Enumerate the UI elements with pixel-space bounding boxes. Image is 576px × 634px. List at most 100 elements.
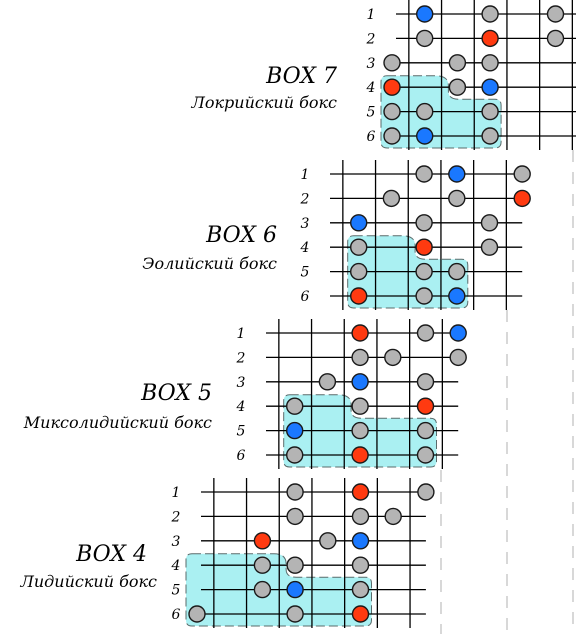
blue-note-dot	[286, 421, 304, 440]
scale-note-dot	[351, 556, 370, 574]
string-number: 4	[236, 399, 246, 415]
string-number: 4	[300, 240, 310, 256]
box5-subtitle: Миксолидийский бокс	[23, 413, 212, 432]
scale-note-dot	[416, 29, 434, 48]
string-number: 1	[301, 167, 310, 183]
scale-note-dot	[383, 127, 401, 145]
scale-note-dot	[350, 238, 368, 256]
scale-note-dot	[351, 507, 370, 526]
blue-note-dot	[351, 532, 370, 550]
blue-note-dot	[449, 324, 467, 342]
root-note-dot	[350, 287, 368, 305]
scale-note-dot	[383, 54, 401, 72]
scale-note-dot	[286, 483, 304, 501]
string-number: 3	[172, 534, 181, 550]
blue-note-dot	[351, 373, 369, 391]
scale-note-dot	[318, 373, 337, 391]
box4-title: BOX 4	[75, 542, 147, 567]
string-number: 3	[237, 375, 246, 391]
box5-string-numbers: 1 2 3 4 5 6	[236, 326, 246, 464]
blue-note-dot	[286, 580, 304, 599]
blue-note-dot	[448, 165, 466, 183]
box5-diagram: 1 2 3 4 5 6 BOX 5 Миксолидийский бокс	[23, 319, 467, 469]
scale-note-dot	[546, 29, 565, 48]
root-note-dot	[513, 189, 531, 208]
blue-note-dot	[416, 5, 434, 23]
string-number: 6	[172, 607, 181, 623]
string-number: 5	[367, 105, 376, 121]
scale-note-dot	[448, 262, 466, 281]
box6-title: BOX 6	[205, 223, 277, 248]
string-number: 3	[367, 56, 376, 72]
scale-note-dot	[481, 5, 499, 23]
string-number: 6	[301, 289, 310, 305]
box4-subtitle: Лидийский бокс	[19, 572, 157, 591]
scale-note-dot	[286, 605, 304, 623]
scale-note-dot	[384, 507, 402, 526]
scale-note-dot	[188, 605, 206, 623]
box5-title: BOX 5	[140, 381, 212, 406]
string-number: 2	[171, 509, 181, 525]
scale-note-dot	[351, 580, 370, 599]
scale-note-dot	[449, 348, 467, 367]
scale-note-dot	[286, 507, 304, 526]
blue-note-dot	[481, 78, 499, 96]
scale-note-dot	[513, 165, 531, 183]
root-note-dot	[351, 446, 369, 464]
scale-note-dot	[481, 127, 499, 145]
scale-note-dot	[415, 262, 433, 281]
scale-note-dot	[286, 397, 304, 415]
string-number: 5	[301, 265, 310, 281]
scale-note-dot	[253, 580, 272, 599]
string-number: 5	[172, 583, 181, 599]
scale-note-dot	[416, 102, 434, 121]
string-number: 6	[237, 448, 246, 464]
box7-subtitle: Локрийский бокс	[190, 93, 337, 112]
root-note-dot	[351, 483, 370, 501]
string-number: 1	[367, 7, 376, 23]
string-number: 4	[171, 558, 181, 574]
scale-note-dot	[350, 262, 368, 281]
root-note-dot	[481, 29, 499, 48]
scale-note-dot	[417, 483, 435, 501]
scale-note-dot	[416, 446, 435, 464]
box4-fretboard	[201, 478, 426, 628]
string-number: 2	[366, 31, 376, 47]
scale-note-dot	[382, 189, 401, 208]
root-note-dot	[383, 78, 401, 96]
box6-notes	[350, 165, 531, 305]
scale-note-dot	[415, 165, 433, 183]
scale-note-dot	[319, 532, 337, 550]
string-number: 2	[236, 350, 246, 366]
string-number: 1	[237, 326, 246, 342]
scale-note-dot	[384, 348, 402, 367]
blue-note-dot	[448, 287, 466, 305]
string-number: 5	[237, 424, 246, 440]
scale-note-dot	[351, 397, 369, 415]
scale-note-dot	[286, 556, 304, 574]
root-note-dot	[416, 397, 435, 415]
scale-note-dot	[416, 373, 435, 391]
scale-note-dot	[448, 189, 466, 208]
scale-note-dot	[415, 214, 433, 232]
scale-note-dot	[416, 324, 435, 342]
scale-note-dot	[480, 214, 499, 232]
scale-note-dot	[481, 54, 499, 72]
scale-note-dot	[416, 421, 435, 440]
scale-note-dot	[253, 556, 272, 574]
box4-notes	[188, 483, 435, 623]
scale-note-dot	[546, 5, 565, 23]
scale-note-dot	[383, 102, 401, 121]
root-note-dot	[351, 605, 370, 623]
scale-note-dot	[286, 446, 304, 464]
root-note-dot	[253, 532, 272, 550]
scale-note-dot	[448, 54, 467, 72]
root-note-dot	[351, 324, 369, 342]
scale-note-dot	[415, 287, 433, 305]
